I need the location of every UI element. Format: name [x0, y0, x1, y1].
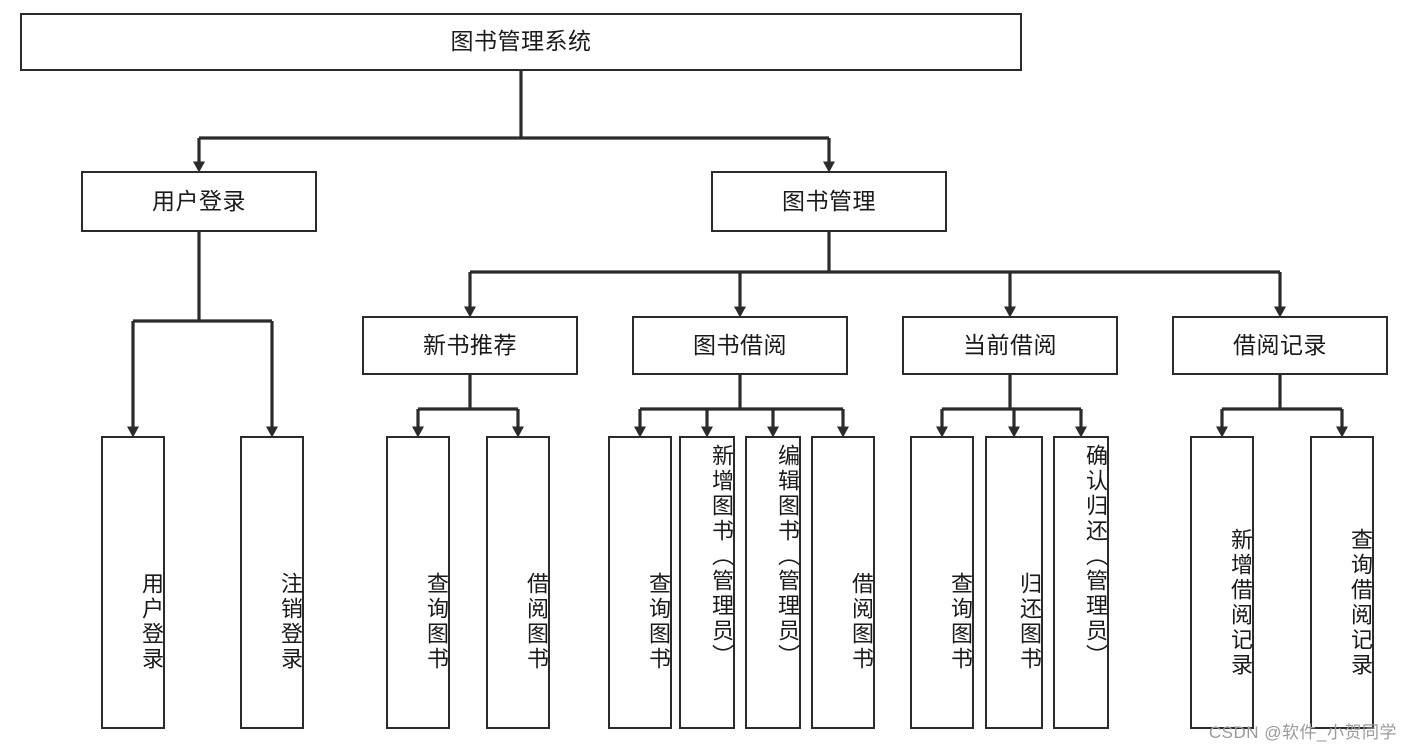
- leaf-query-borrow-record-label: 查询借阅记录: [1348, 527, 1373, 678]
- node-book-borrow[interactable]: 图书借阅: [632, 316, 848, 375]
- csdn-watermark: CSDN @软件_小贺同学: [1208, 723, 1397, 742]
- leaf-return-book[interactable]: 归还图书: [985, 436, 1043, 729]
- leaf-logout-label: 注销登录: [278, 571, 303, 672]
- leaf-borrow-book-borrow-label: 借阅图书: [849, 571, 874, 672]
- node-user-login-label: 用户登录: [152, 187, 246, 214]
- node-borrow-record[interactable]: 借阅记录: [1172, 316, 1388, 375]
- leaf-query-book-borrow-label: 查询图书: [646, 571, 671, 672]
- node-borrow-record-label: 借阅记录: [1233, 331, 1327, 358]
- leaf-add-book-admin-label: 新增图书（管理员）: [709, 444, 734, 669]
- leaf-confirm-return-admin-label: 确认归还（管理员）: [1083, 444, 1108, 669]
- leaf-confirm-return-admin[interactable]: 确认归还（管理员）: [1053, 436, 1109, 729]
- leaf-query-book-borrow[interactable]: 查询图书: [608, 436, 672, 729]
- leaf-borrow-book-borrow[interactable]: 借阅图书: [811, 436, 875, 729]
- leaf-return-book-label: 归还图书: [1017, 571, 1042, 672]
- node-book-management-label: 图书管理: [782, 187, 876, 214]
- leaf-query-book-recommend-label: 查询图书: [424, 571, 449, 672]
- node-book-management[interactable]: 图书管理: [711, 171, 947, 232]
- leaf-query-borrow-record[interactable]: 查询借阅记录: [1310, 436, 1374, 729]
- node-root[interactable]: 图书管理系统: [20, 13, 1022, 71]
- node-new-book-recommend-label: 新书推荐: [423, 331, 517, 358]
- node-new-book-recommend[interactable]: 新书推荐: [362, 316, 578, 375]
- node-root-label: 图书管理系统: [450, 28, 592, 55]
- leaf-borrow-book-recommend[interactable]: 借阅图书: [486, 436, 550, 729]
- node-current-borrow[interactable]: 当前借阅: [902, 316, 1118, 375]
- leaf-edit-book-admin-label: 编辑图书（管理员）: [775, 444, 800, 669]
- leaf-edit-book-admin[interactable]: 编辑图书（管理员）: [745, 436, 801, 729]
- leaf-logout[interactable]: 注销登录: [240, 436, 304, 729]
- node-current-borrow-label: 当前借阅: [963, 331, 1057, 358]
- leaf-query-book-current[interactable]: 查询图书: [910, 436, 974, 729]
- leaf-query-book-recommend[interactable]: 查询图书: [386, 436, 450, 729]
- leaf-add-book-admin[interactable]: 新增图书（管理员）: [679, 436, 735, 729]
- leaf-borrow-book-recommend-label: 借阅图书: [524, 571, 549, 672]
- node-user-login[interactable]: 用户登录: [81, 171, 317, 232]
- node-book-borrow-label: 图书借阅: [693, 331, 787, 358]
- leaf-add-borrow-record[interactable]: 新增借阅记录: [1190, 436, 1254, 729]
- leaf-query-book-current-label: 查询图书: [948, 571, 973, 672]
- leaf-add-borrow-record-label: 新增借阅记录: [1228, 527, 1253, 678]
- leaf-user-login-label: 用户登录: [139, 571, 164, 672]
- leaf-user-login[interactable]: 用户登录: [101, 436, 165, 729]
